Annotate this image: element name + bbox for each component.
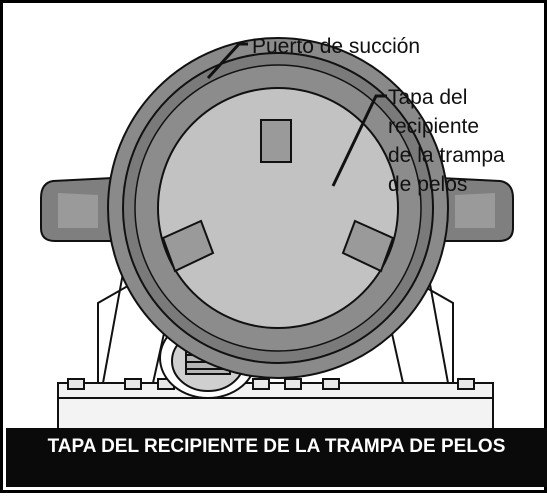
lid-handles <box>40 176 514 242</box>
figure-caption: TAPA DEL RECIPIENTE DE LA TRAMPA DE PELO… <box>6 428 547 487</box>
suction-port-label: Puerto de succión <box>252 35 421 58</box>
trap-lid <box>107 37 449 379</box>
callout-leaders <box>206 42 387 187</box>
pump-illustration <box>40 37 514 434</box>
lid-label: Tapa del recipiente de la trampa de pelo… <box>388 86 505 196</box>
